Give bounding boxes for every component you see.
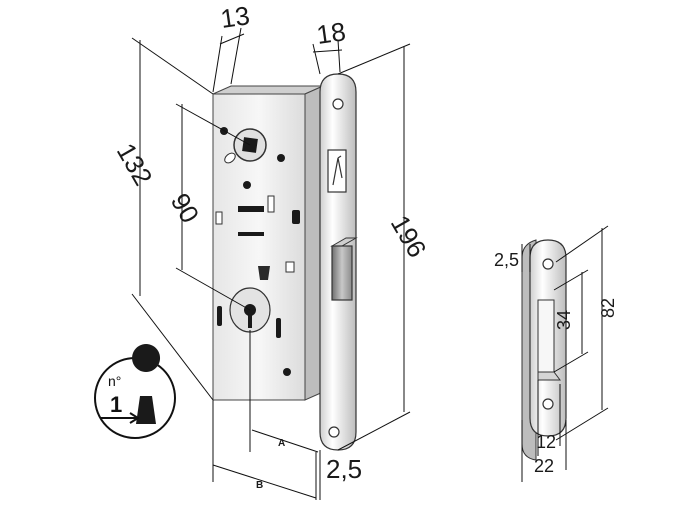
dimension-lines [131,27,411,500]
strike-plate [521,239,567,461]
deadbolt [331,245,353,301]
badge-circle [94,357,176,439]
strike-dim-opening-width: 12 [536,432,556,452]
badge-label-num: 1 [110,392,122,417]
left-lug [215,211,223,225]
key-slot-left [217,306,222,326]
latch-mark [332,155,343,186]
dim-faceplate-width: 18 [315,16,348,50]
screw-hole-bottom [283,368,291,376]
dim-faceplate-thickness: 2,5 [326,454,362,484]
keyhole-icon [132,344,161,424]
screw-hole-mid [243,181,251,189]
strike-dim-plate-height: 82 [598,298,618,318]
window-1 [238,206,264,212]
strike-opening [537,299,555,373]
strike-dim-thickness: 2,5 [494,250,519,270]
slot-left [224,152,236,164]
dim-case-height: 132 [111,138,159,191]
dim-depth-top: 13 [219,0,252,34]
screw-hole-right [277,154,285,162]
strike-dimension-lines [521,225,609,482]
key-number-badge: n° 1 [94,344,176,439]
strike-dim-plate-width: 22 [534,456,554,476]
keyhole-slot [248,310,252,328]
key-slot-right [276,318,281,338]
strike-screw-top [542,258,554,270]
window-2 [238,232,264,236]
dim-backset-b: B [256,480,263,491]
strike-screw-bottom [542,398,554,410]
badge-label-top: n° [108,373,121,389]
strike-lip [537,371,561,381]
strike-dim-opening-height: 34 [554,310,574,330]
arrow-icon [100,412,140,424]
faceplate-screw-top [332,98,344,110]
dim-faceplate-height: 196 [385,210,433,263]
right-tab [285,261,295,273]
latch-frame [327,149,347,193]
side-lug [292,210,300,224]
dim-handle-key: 90 [165,188,205,228]
lever-part [267,195,275,213]
center-tab [258,266,270,280]
lock-body [212,73,358,451]
faceplate-screw-bottom [328,426,340,438]
dim-backset-a: A [278,438,285,449]
